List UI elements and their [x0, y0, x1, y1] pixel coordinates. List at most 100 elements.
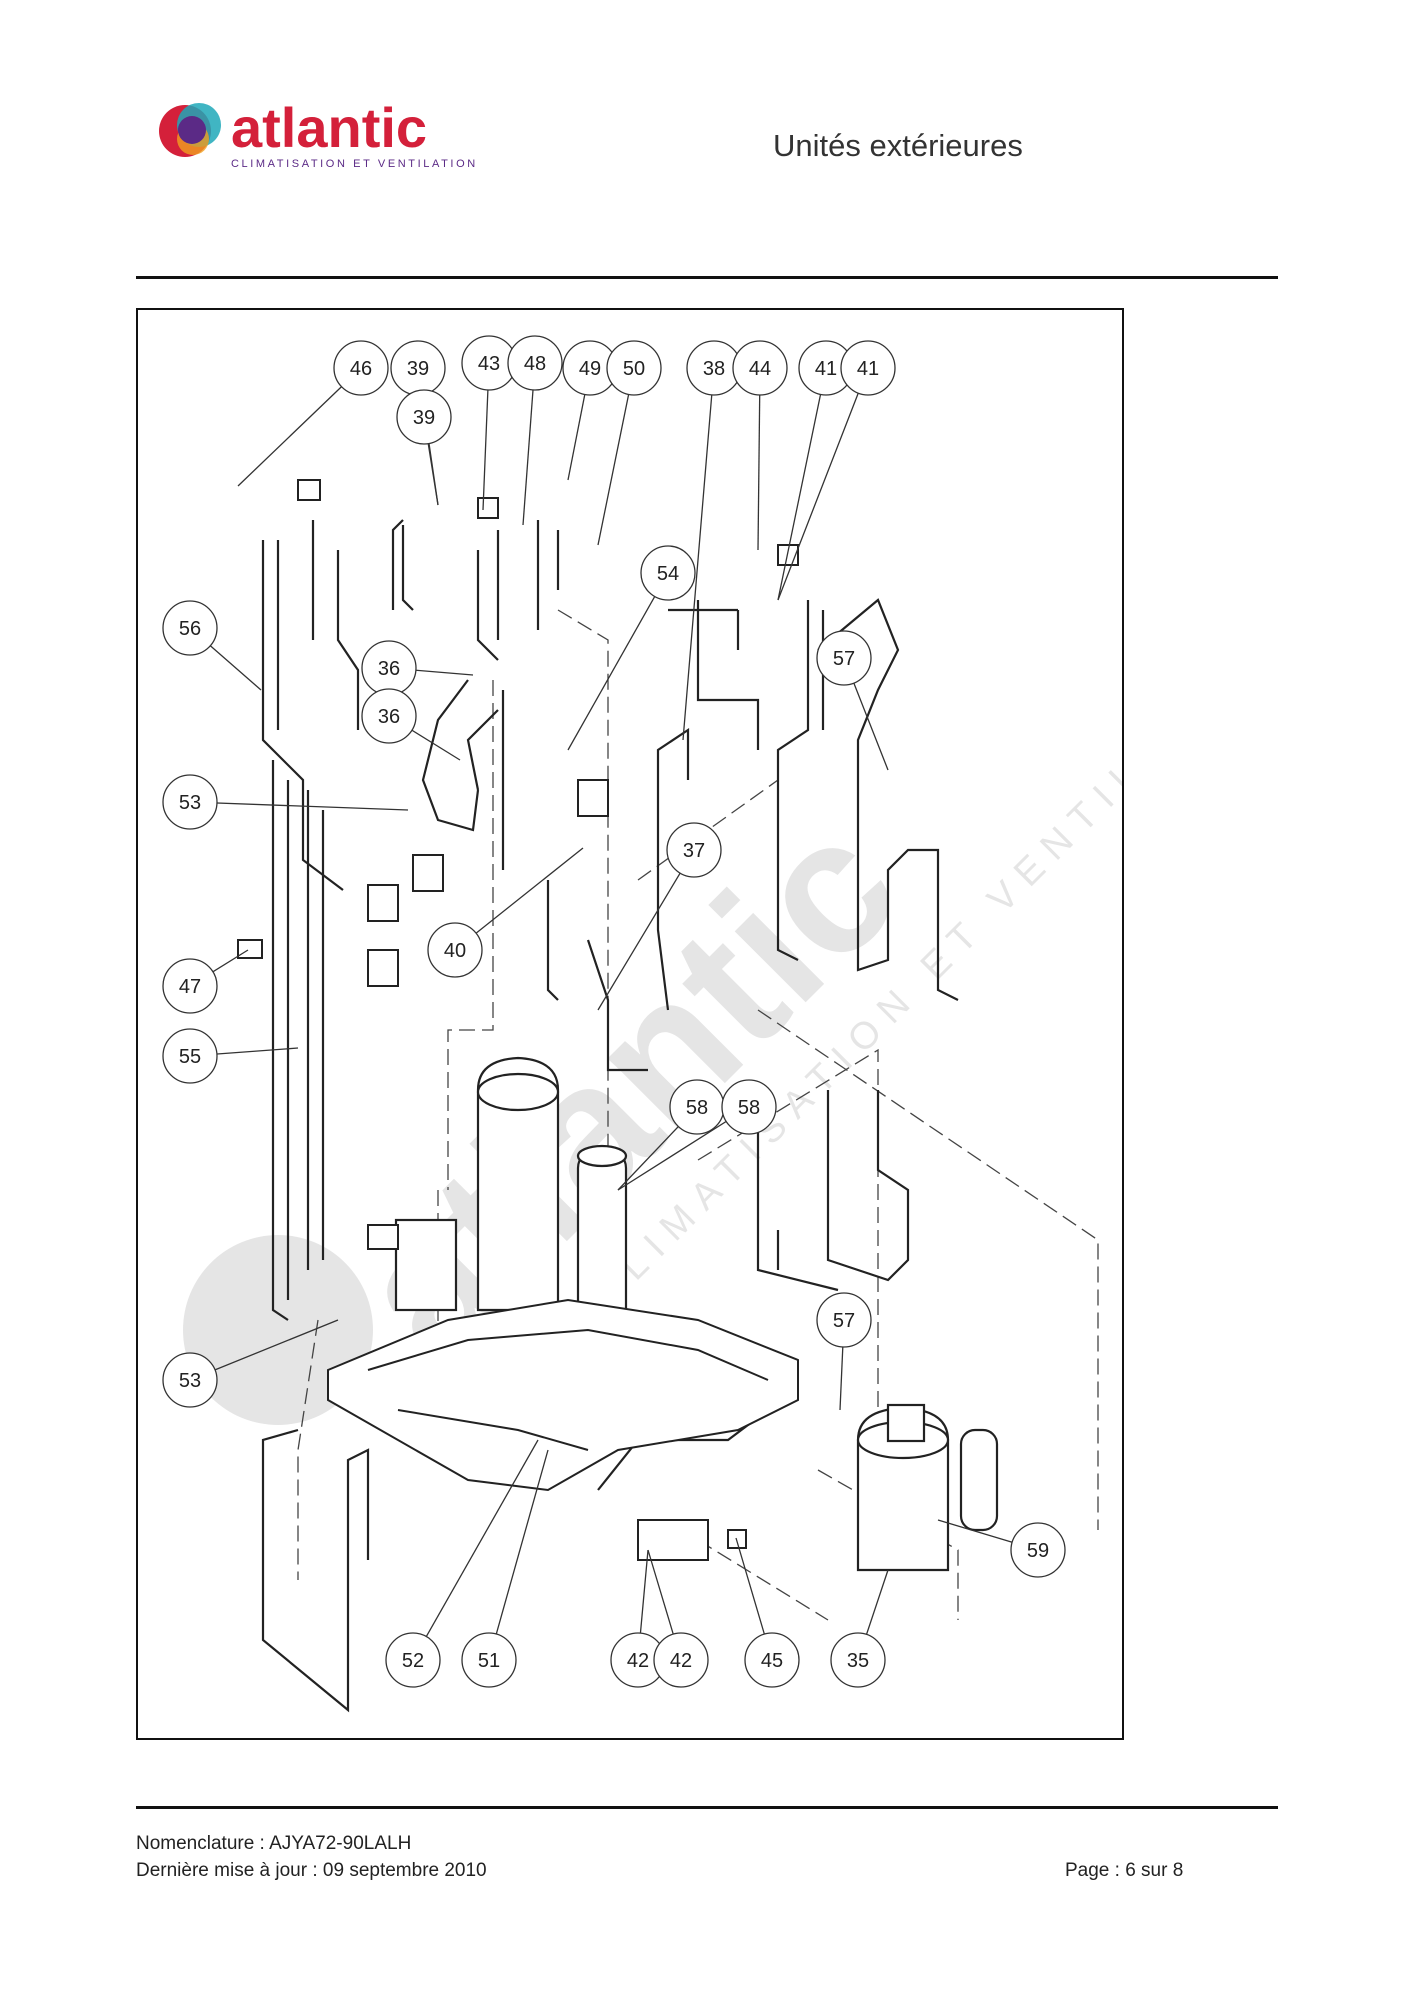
leader-line	[597, 367, 635, 546]
callout-number: 53	[179, 792, 201, 814]
callout-number: 36	[378, 658, 400, 680]
callout-number: 45	[761, 1650, 783, 1672]
callout-number: 35	[847, 1650, 869, 1672]
sensor	[237, 939, 263, 959]
callout-circle	[830, 1632, 886, 1688]
callout-53: 53	[162, 774, 218, 830]
accumulator	[576, 1144, 628, 1332]
callout-57: 57	[816, 630, 872, 686]
callout-45: 45	[744, 1632, 800, 1688]
callout-number: 40	[444, 940, 466, 962]
clamp	[412, 854, 444, 892]
callout-number: 57	[833, 648, 855, 670]
callout-circle	[162, 1352, 218, 1408]
valve-bracket	[637, 1519, 709, 1561]
callout-circle	[461, 1632, 517, 1688]
callout-circle	[732, 340, 788, 396]
callout-number: 53	[179, 1370, 201, 1392]
callout-circle	[361, 688, 417, 744]
callout-circle	[162, 1028, 218, 1084]
callout-39: 39	[396, 389, 452, 445]
accumulator-top	[576, 1144, 628, 1168]
pipe-right-lower	[756, 1120, 839, 1292]
solenoid-coil	[477, 497, 499, 519]
callout-51: 51	[461, 1632, 517, 1688]
callout-number: 56	[179, 618, 201, 640]
callout-number: 55	[179, 1046, 201, 1068]
watermark: atlantic CLIMATISATION ET VENTILATION	[183, 624, 1122, 1425]
brand-name: atlantic	[231, 96, 427, 159]
callout-number: 52	[402, 1650, 424, 1672]
secondary-compressor	[856, 1403, 999, 1572]
leader-line	[597, 849, 695, 1011]
pipe-right-coil	[817, 598, 959, 1001]
leader-line	[189, 801, 409, 811]
callout-number: 57	[833, 1310, 855, 1332]
callout-38: 38	[686, 340, 742, 396]
callout-circle	[840, 340, 896, 396]
guide-line	[757, 1009, 1099, 1530]
callout-circle	[816, 1292, 872, 1348]
callout-48: 48	[507, 335, 563, 391]
callout-41: 41	[840, 340, 896, 396]
callout-circle	[666, 822, 722, 878]
callout-circle	[162, 600, 218, 656]
callout-number: 41	[857, 358, 879, 380]
refrigerant-piping	[261, 519, 959, 1713]
leader-line	[237, 367, 362, 487]
clamp	[367, 884, 399, 922]
callout-36: 36	[361, 688, 417, 744]
base-ribs	[367, 1328, 769, 1451]
callout-number: 59	[1027, 1540, 1049, 1562]
callout-number: 51	[478, 1650, 500, 1672]
page-number: Page : 6 sur 8	[1065, 1860, 1184, 1881]
pipe-riser	[501, 690, 559, 1001]
callout-number: 43	[478, 353, 500, 375]
callout-54: 54	[640, 545, 696, 601]
callout-number: 41	[815, 358, 837, 380]
leader-line	[682, 367, 715, 741]
callout-59: 59	[1010, 1522, 1066, 1578]
guide-line	[297, 1319, 319, 1580]
connector	[727, 1529, 747, 1549]
pipe-upper-right	[668, 600, 760, 750]
callout-number: 58	[738, 1097, 760, 1119]
callout-number: 54	[657, 563, 679, 585]
callout-43: 43	[461, 335, 517, 391]
pipe-left-assembly	[261, 540, 344, 891]
diagram-canvas: atlantic CLIMATISATION ET VENTILATION	[162, 335, 1122, 1713]
leader-line	[777, 367, 827, 601]
clamp	[367, 949, 399, 987]
clamp	[577, 779, 609, 817]
callout-number: 42	[670, 1650, 692, 1672]
callout-number: 48	[524, 353, 546, 375]
exploded-parts-diagram: atlantic CLIMATISATION ET VENTILATION	[136, 308, 1124, 1740]
pipe-upper-middle	[391, 519, 414, 611]
callout-57: 57	[816, 1292, 872, 1348]
callout-circle	[1010, 1522, 1066, 1578]
leader-line	[488, 1449, 549, 1661]
atlantic-logo: atlantic CLIMATISATION ET VENTILATION	[155, 95, 495, 185]
callout-number: 39	[413, 407, 435, 429]
callout-circle	[606, 340, 662, 396]
callout-35: 35	[830, 1632, 886, 1688]
pipe-right-lower	[826, 1090, 910, 1282]
callout-number: 39	[407, 358, 429, 380]
callout-53: 53	[162, 1352, 218, 1408]
callout-number: 42	[627, 1650, 649, 1672]
callout-56: 56	[162, 600, 218, 656]
callout-circle	[816, 630, 872, 686]
callout-50: 50	[606, 340, 662, 396]
logo-circle-purple	[178, 116, 206, 144]
guide-line	[447, 680, 494, 1190]
leader-line	[777, 367, 869, 601]
callout-number: 46	[350, 358, 372, 380]
callout-circle	[162, 774, 218, 830]
callout-42: 42	[610, 1632, 666, 1688]
compressor-top	[476, 1072, 560, 1112]
callout-number: 37	[683, 840, 705, 862]
compressor-receiver	[959, 1428, 999, 1532]
pipe-accumulator-loop	[421, 679, 499, 832]
compressor-bracket	[394, 1218, 458, 1312]
